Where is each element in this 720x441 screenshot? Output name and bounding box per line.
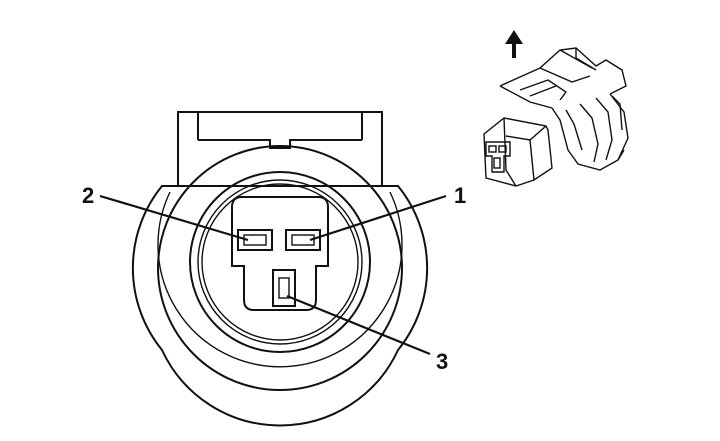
pin-label-2: 2 bbox=[82, 183, 94, 208]
pin-cavity-block bbox=[231, 196, 329, 311]
housing-shell bbox=[131, 185, 429, 427]
outer-ring bbox=[157, 145, 403, 391]
leader-line-pin-3 bbox=[286, 294, 431, 356]
pin-2-terminal bbox=[237, 229, 273, 251]
pin-1-terminal bbox=[285, 229, 321, 251]
leader-line-pin-1 bbox=[309, 194, 447, 242]
latch-tab bbox=[177, 111, 383, 148]
up-arrow-icon bbox=[505, 30, 523, 58]
seal-ring bbox=[189, 171, 371, 353]
leader-line-pin-2 bbox=[99, 194, 249, 242]
pin-label-3: 3 bbox=[436, 349, 448, 374]
connector-isometric-icon bbox=[483, 47, 629, 187]
pin-3-terminal bbox=[272, 269, 296, 307]
pin-label-1: 1 bbox=[454, 183, 466, 208]
connector-face bbox=[131, 111, 429, 427]
